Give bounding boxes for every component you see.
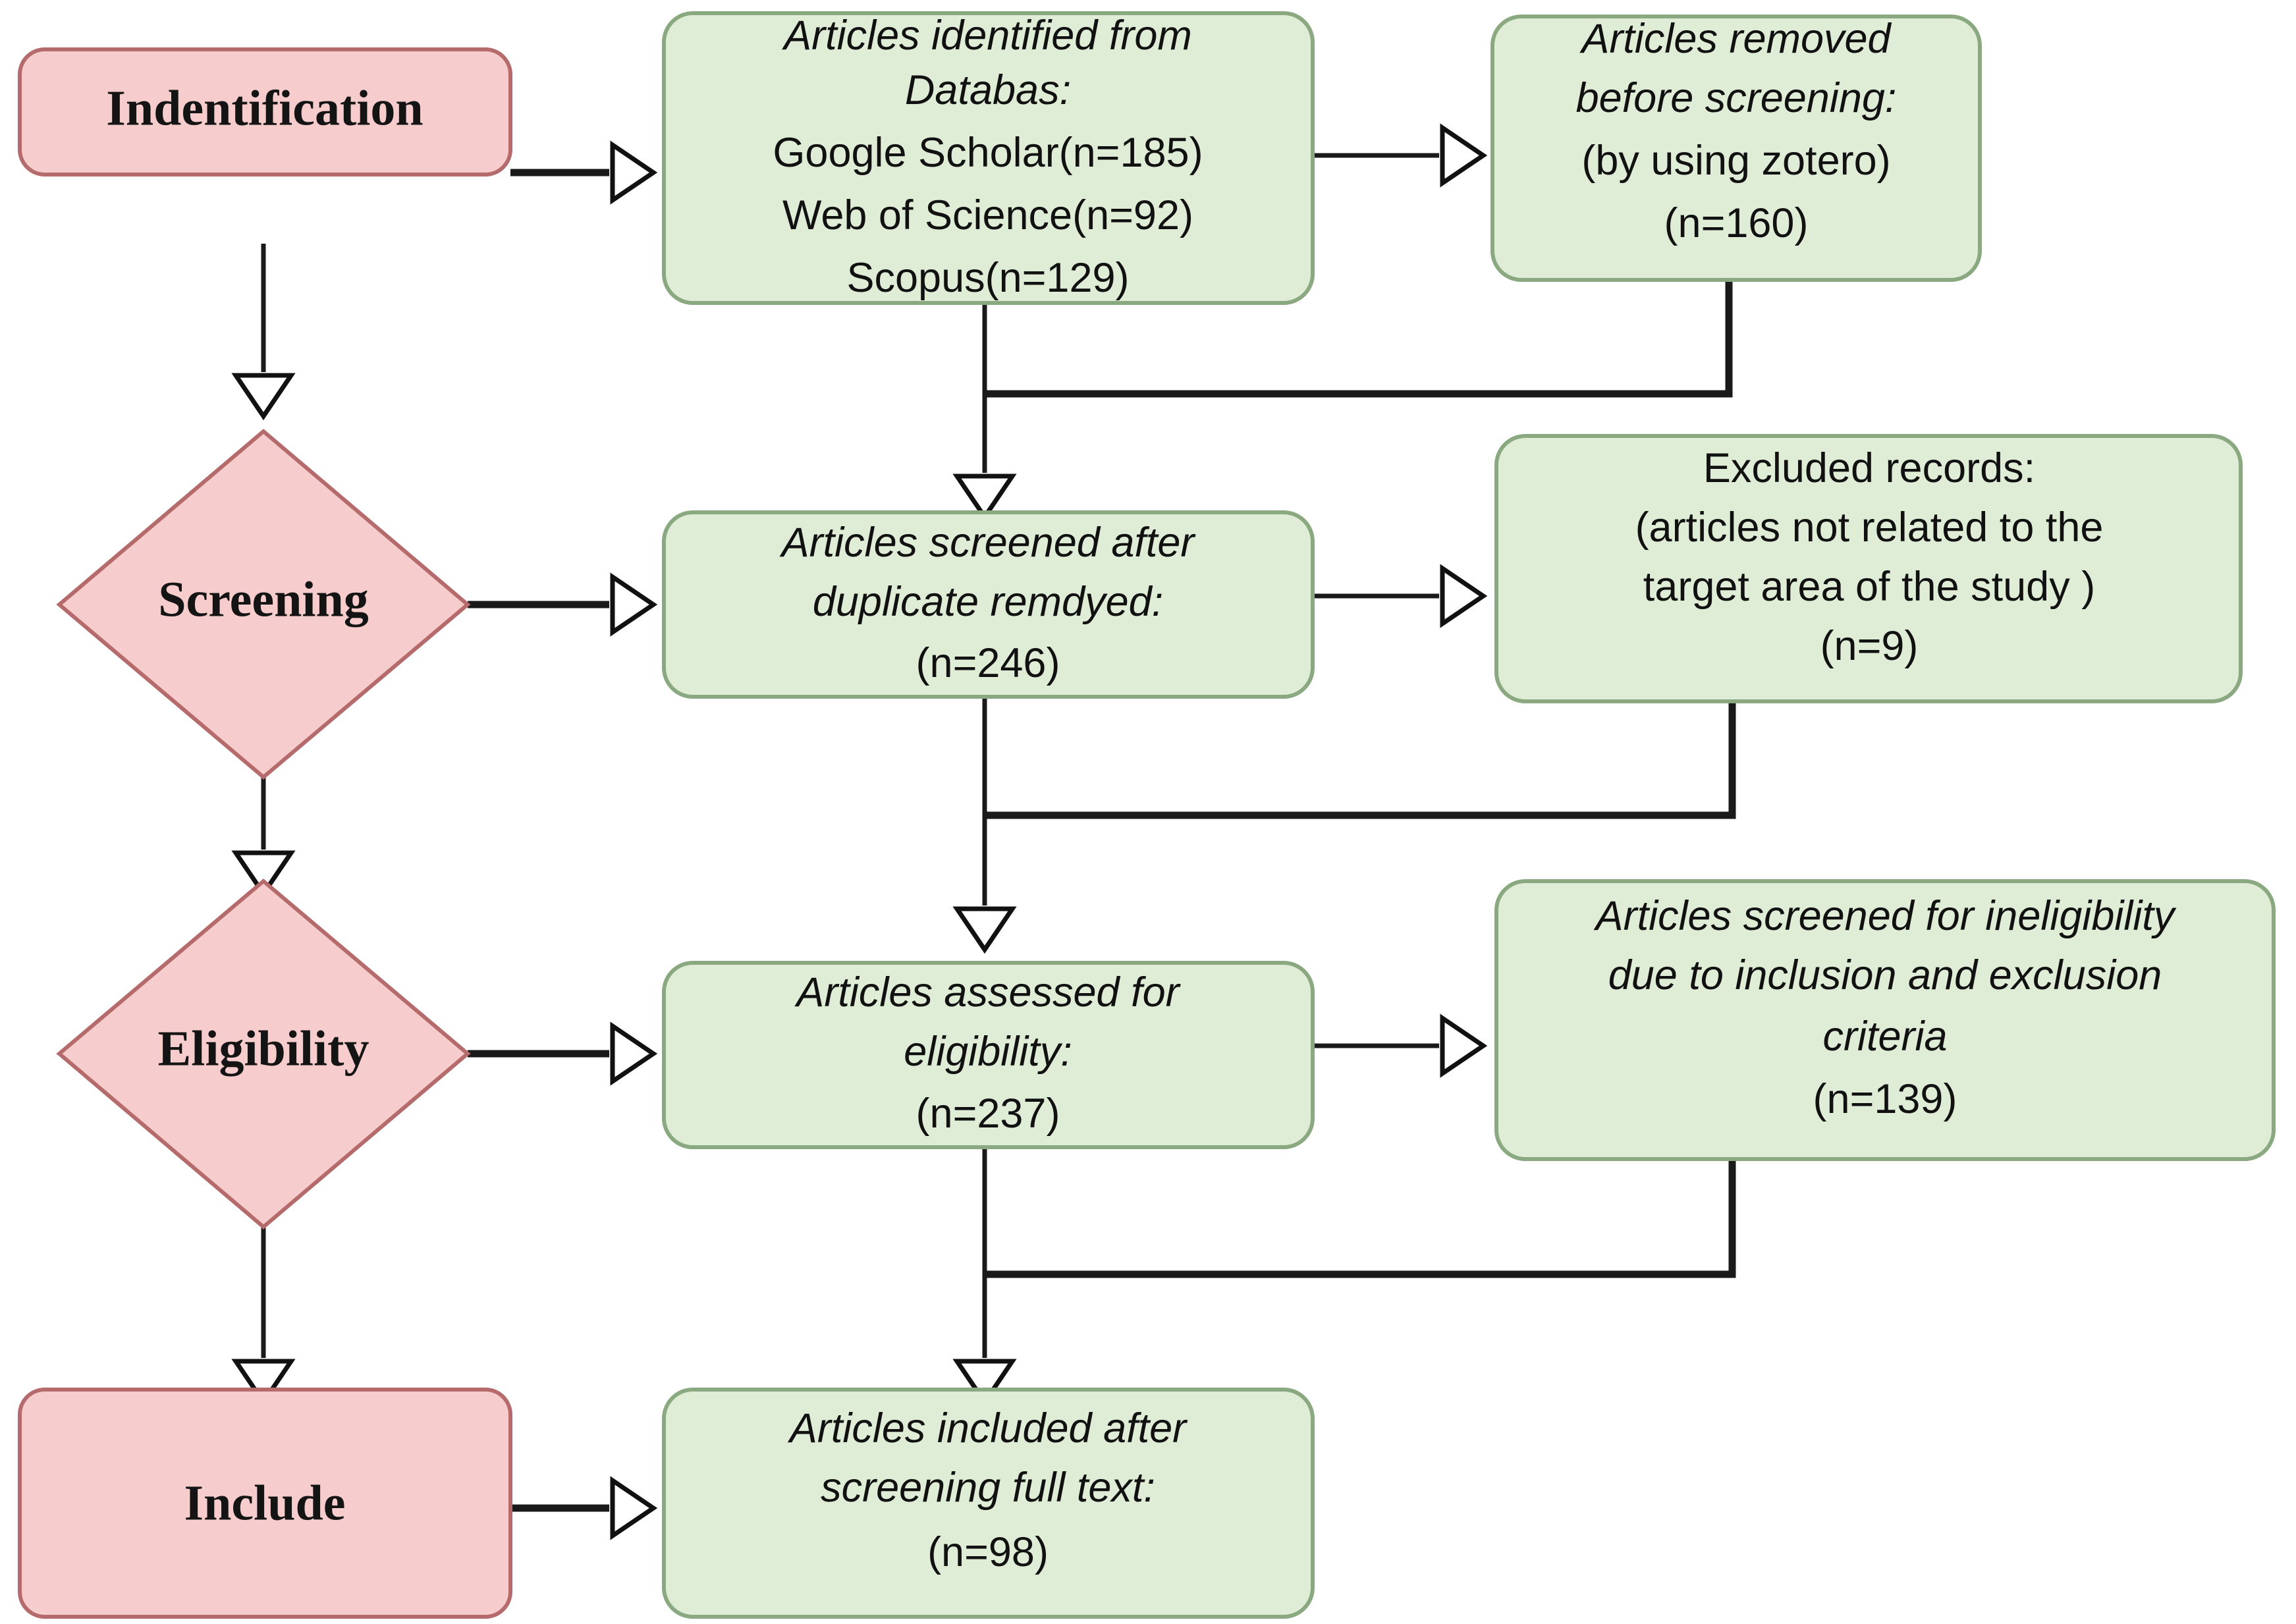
box-articles-removed-shape bbox=[1490, 14, 1982, 282]
stage-identification-shape bbox=[18, 47, 512, 176]
box-articles-ineligible-line-2: due to inclusion and exclusion bbox=[1608, 952, 2162, 998]
stage-screening[interactable]: Screening bbox=[56, 429, 471, 780]
edge-screened-to-excluded bbox=[1311, 568, 1483, 624]
box-articles-ineligible-line-3: criteria bbox=[1822, 1014, 1947, 1060]
box-excluded-records[interactable]: Excluded records: (articles not related … bbox=[1494, 434, 2243, 703]
box-articles-included[interactable]: Articles included after screening full t… bbox=[662, 1388, 1315, 1619]
box-articles-identified-line-5: Scopus(n=129) bbox=[846, 255, 1129, 301]
stage-eligibility-label: Eligibility bbox=[158, 1021, 369, 1076]
box-articles-removed[interactable]: Articles removed before screening: (by u… bbox=[1490, 14, 1982, 282]
stage-include[interactable]: Include bbox=[18, 1388, 512, 1619]
edge-excluded-elbow-to-assessed bbox=[985, 701, 1736, 819]
box-articles-ineligible[interactable]: Articles screened for ineligibility due … bbox=[1494, 879, 2276, 1161]
box-articles-included-line-1: Articles included after bbox=[787, 1405, 1188, 1451]
box-articles-removed-line-2: before screening: bbox=[1576, 75, 1897, 121]
box-articles-identified-line-1: Articles identified from bbox=[781, 13, 1192, 59]
edge-eligibility-to-assessed bbox=[468, 1026, 653, 1081]
stage-screening-label: Screening bbox=[158, 572, 368, 627]
edge-identification-to-identified bbox=[510, 145, 653, 200]
box-excluded-records-line-3: target area of the study ) bbox=[1643, 564, 2095, 610]
edge-ineligible-elbow-to-included bbox=[985, 1159, 1736, 1278]
box-articles-included-shape bbox=[662, 1388, 1315, 1619]
box-articles-identified-shape bbox=[662, 11, 1315, 305]
edge-identification-to-screening bbox=[236, 244, 291, 416]
box-articles-ineligible-line-4: (n=139) bbox=[1813, 1076, 1957, 1122]
box-articles-identified-line-4: Web of Science(n=92) bbox=[782, 192, 1193, 238]
stage-eligibility[interactable]: Eligibility bbox=[56, 879, 471, 1230]
box-excluded-records-line-1: Excluded records: bbox=[1703, 445, 2035, 491]
box-articles-ineligible-line-1: Articles screened for ineligibility bbox=[1593, 893, 2177, 939]
box-articles-assessed-line-2: eligibility: bbox=[904, 1029, 1072, 1075]
stage-identification[interactable]: Indentification bbox=[18, 47, 512, 176]
box-articles-included-line-3: (n=98) bbox=[927, 1529, 1049, 1575]
box-articles-assessed-shape bbox=[662, 961, 1315, 1149]
box-excluded-records-shape bbox=[1494, 434, 2243, 703]
stage-include-shape bbox=[18, 1388, 512, 1619]
box-articles-screened-line-3: (n=246) bbox=[916, 640, 1060, 686]
box-articles-assessed-line-3: (n=237) bbox=[916, 1091, 1060, 1137]
stage-include-label: Include bbox=[184, 1475, 346, 1530]
box-articles-ineligible-shape bbox=[1494, 879, 2276, 1161]
box-articles-assessed-line-1: Articles assessed for bbox=[794, 969, 1181, 1015]
edge-removed-elbow-to-screened bbox=[985, 280, 1733, 398]
edge-eligibility-to-include bbox=[236, 1225, 291, 1402]
box-excluded-records-line-2: (articles not related to the bbox=[1635, 504, 2104, 551]
box-articles-included-line-2: screening full text: bbox=[821, 1465, 1155, 1511]
edge-screened-down-to-assessed bbox=[957, 697, 1012, 950]
box-articles-screened[interactable]: Articles screened after duplicate remdye… bbox=[662, 510, 1315, 699]
box-articles-identified-line-3: Google Scholar(n=185) bbox=[773, 130, 1203, 176]
box-articles-removed-line-3: (by using zotero) bbox=[1581, 138, 1890, 184]
box-articles-screened-line-1: Articles screened after bbox=[779, 520, 1197, 566]
stage-identification-label: Indentification bbox=[106, 80, 423, 136]
edge-identified-down-to-screened bbox=[957, 302, 1012, 517]
stage-eligibility-shape bbox=[56, 879, 471, 1230]
box-articles-assessed[interactable]: Articles assessed for eligibility: (n=23… bbox=[662, 961, 1315, 1149]
box-articles-identified[interactable]: Articles identified from Databas: Google… bbox=[662, 11, 1315, 305]
box-articles-removed-line-1: Articles removed bbox=[1579, 16, 1892, 62]
box-articles-screened-shape bbox=[662, 510, 1315, 699]
stage-screening-shape bbox=[56, 429, 471, 780]
edge-identified-to-removed bbox=[1311, 128, 1483, 183]
edge-screening-to-eligibility bbox=[236, 774, 291, 894]
box-articles-screened-line-2: duplicate remdyed: bbox=[813, 579, 1163, 625]
box-articles-removed-line-4: (n=160) bbox=[1664, 200, 1809, 246]
edge-include-to-included bbox=[510, 1480, 653, 1536]
box-articles-identified-line-2: Databas: bbox=[905, 67, 1071, 113]
box-excluded-records-line-4: (n=9) bbox=[1820, 623, 1919, 669]
edge-assessed-down-to-included bbox=[957, 1147, 1012, 1402]
edge-assessed-to-ineligible bbox=[1311, 1018, 1483, 1073]
edge-screening-to-screened bbox=[468, 577, 653, 632]
